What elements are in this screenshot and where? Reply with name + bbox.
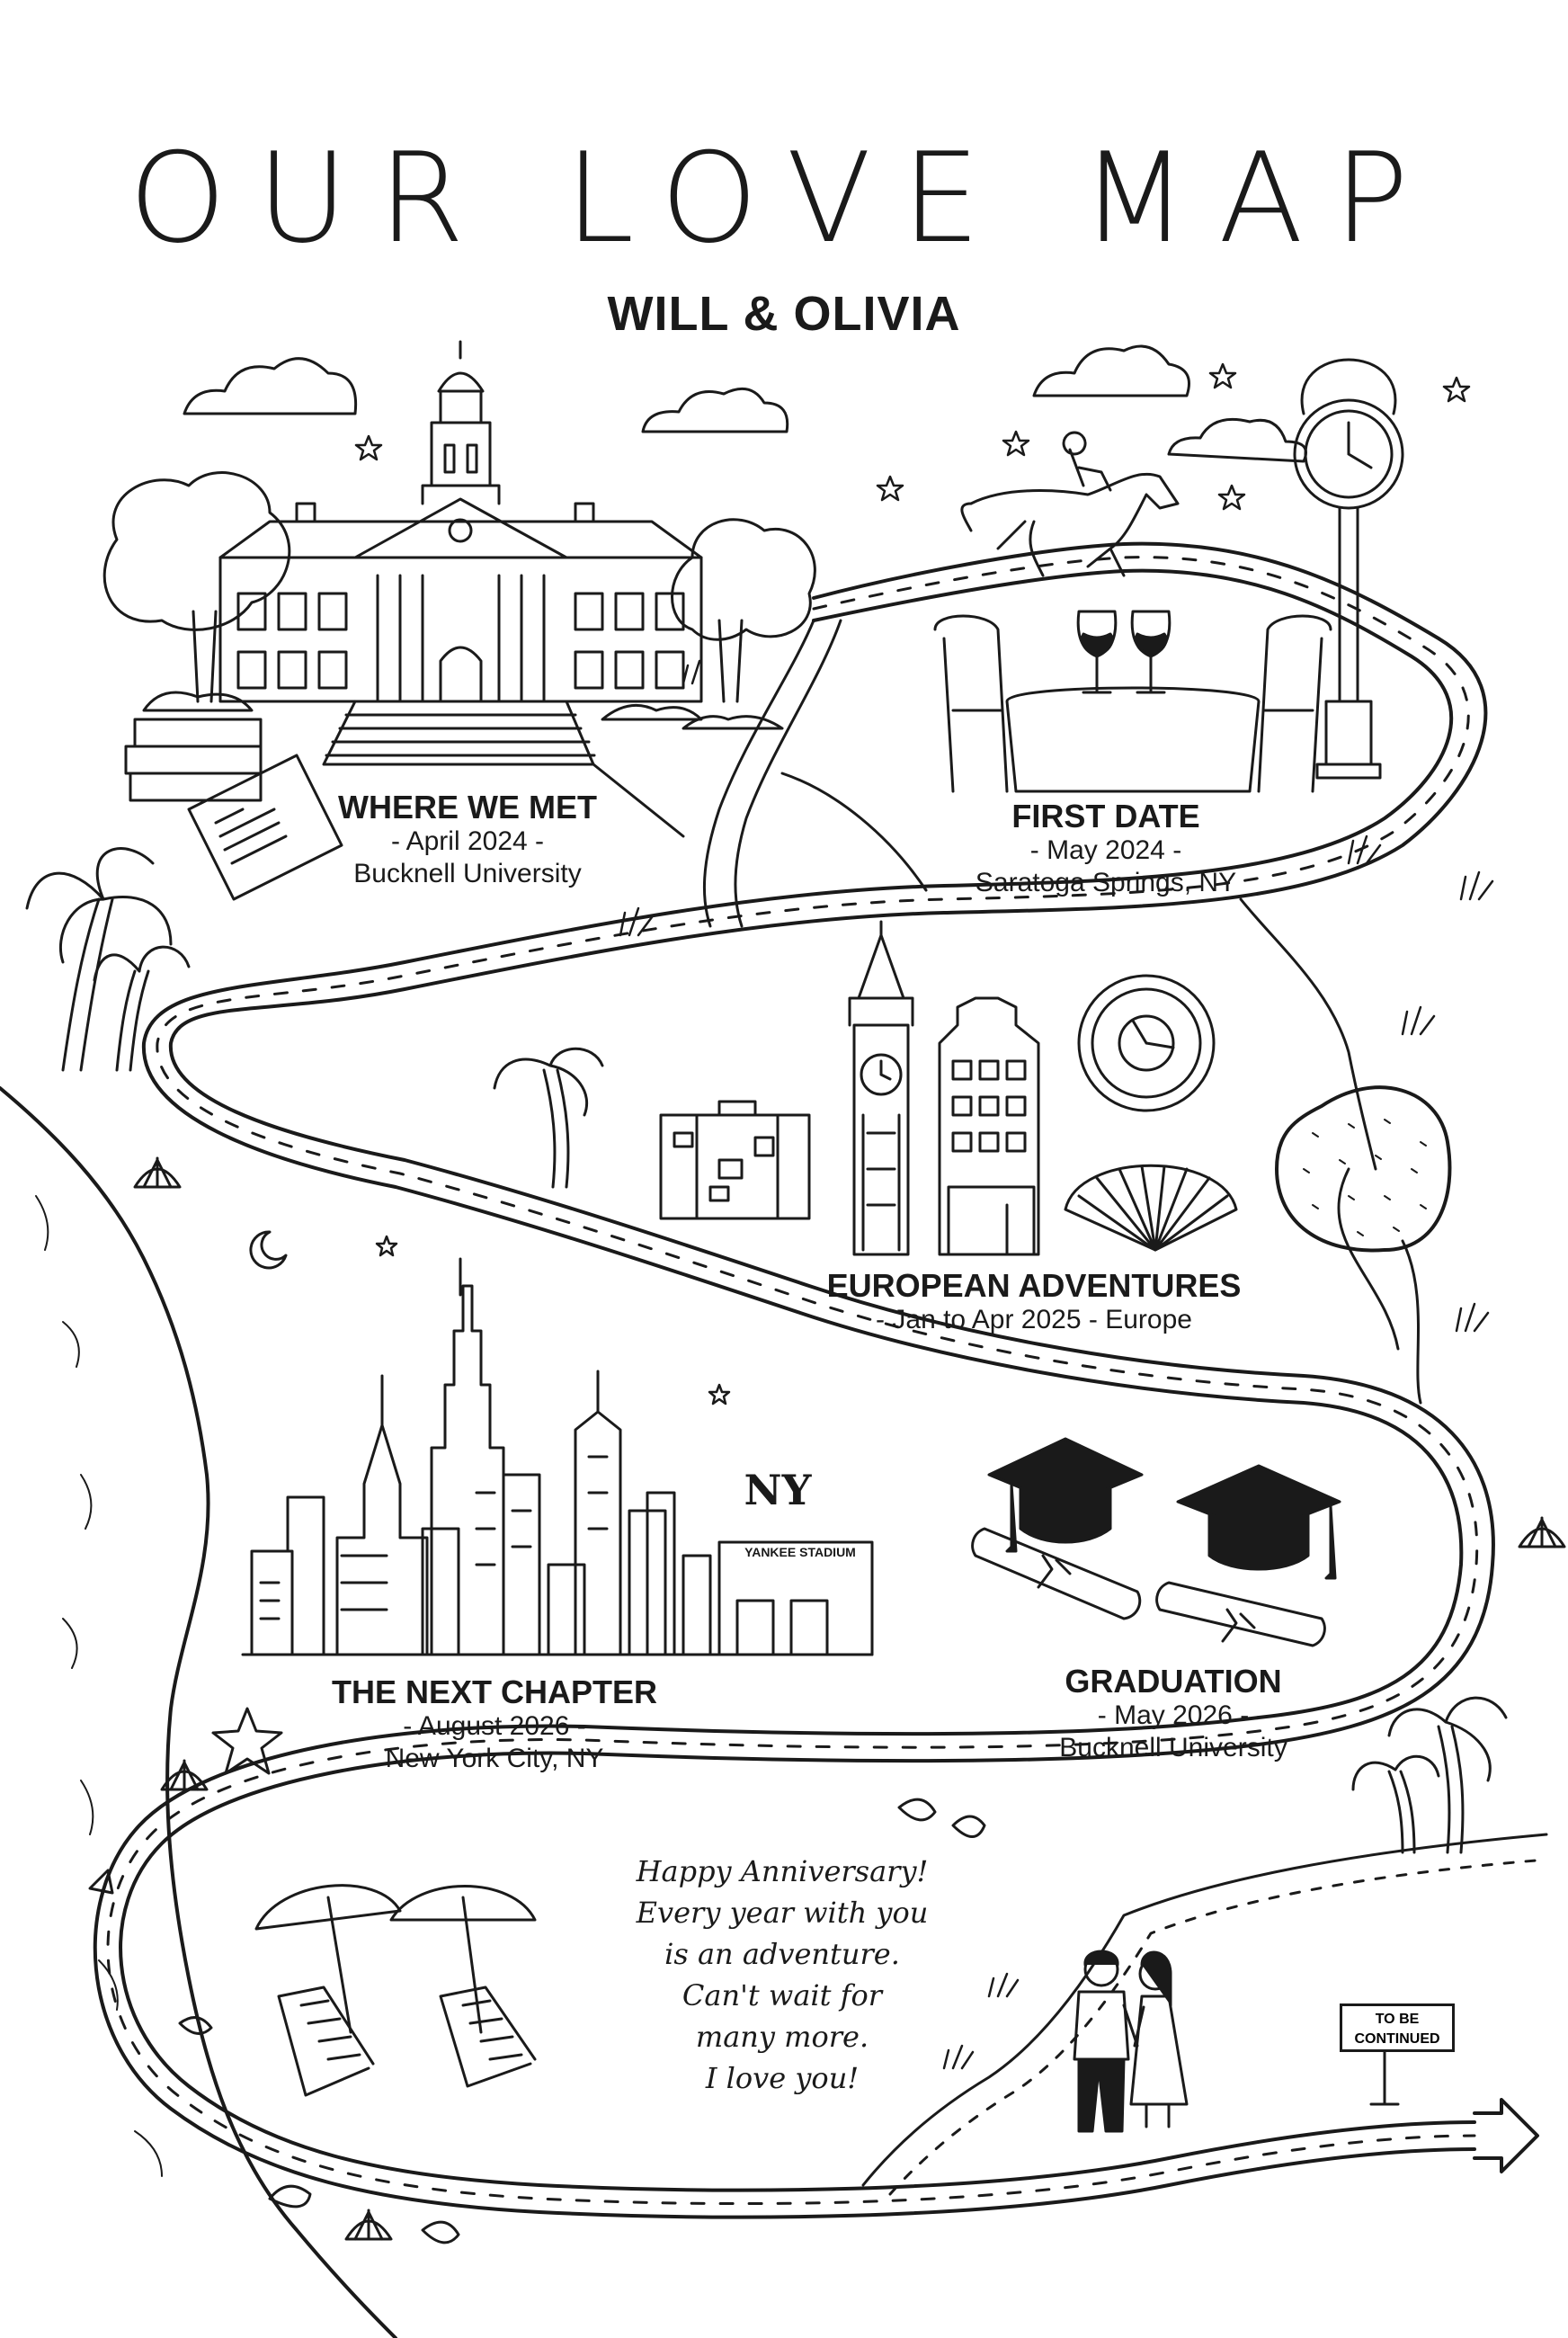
- horse-rider-icon: [960, 431, 1180, 577]
- palm-tree-icon: [25, 847, 1508, 1854]
- milestone-next-chapter: THE NEXT CHAPTER - August 2026 - New Yor…: [332, 1674, 657, 1775]
- diploma-icon: [971, 1527, 1326, 1647]
- university-building-icon: [218, 340, 703, 838]
- milestone-place: Bucknell University: [1059, 1733, 1287, 1762]
- milestone-title: THE NEXT CHAPTER: [331, 1673, 658, 1710]
- beach-umbrella-icon: [254, 1884, 537, 2034]
- seashell-icon: [88, 1156, 1566, 2244]
- cloud-icon: [183, 344, 1307, 463]
- wine-glasses-icon: [1076, 610, 1172, 694]
- couple-icon: [1073, 1950, 1189, 2133]
- milestone-where-we-met: WHERE WE MET - April 2024 - Bucknell Uni…: [338, 790, 597, 890]
- sign-line: TO BE: [1375, 2012, 1420, 2027]
- milestone-title: FIRST DATE: [1011, 798, 1200, 834]
- bistro-table-icon: [933, 614, 1332, 793]
- milestone-first-date: FIRST DATE - May 2024 - Saratoga Springs…: [976, 799, 1236, 899]
- books-icon: [124, 718, 343, 901]
- graduation-cap-icon: [987, 1437, 1341, 1580]
- city-skyline-icon: [241, 1257, 874, 1656]
- milestone-title: GRADUATION: [1065, 1663, 1282, 1700]
- hand-fan-icon: [1064, 1164, 1238, 1252]
- couple-names: WILL & OLIVIA: [607, 287, 961, 341]
- milestone-date: - Jan to Apr 2025 - Europe: [876, 1305, 1192, 1334]
- dutch-house-icon: [938, 996, 1040, 1256]
- milestone-title: WHERE WE MET: [338, 789, 597, 825]
- sign-post: [1369, 2050, 1400, 2106]
- big-ben-icon: [848, 920, 914, 1256]
- note-line: Happy Anniversary!: [636, 1854, 929, 1888]
- milestone-date: - May 2026 -: [1097, 1700, 1250, 1730]
- team-logo: NY: [744, 1466, 812, 1514]
- to-be-continued-sign: TO BE CONTINUED: [1340, 2003, 1455, 2052]
- note-line: is an adventure.: [664, 1937, 900, 1971]
- note-line: Every year with you: [636, 1896, 929, 1930]
- milestone-date: - August 2026 -: [403, 1711, 586, 1741]
- milestone-place: Bucknell University: [353, 859, 582, 888]
- note-line: Can't wait for: [682, 1978, 883, 2012]
- milestone-place: Saratoga Springs, NY: [975, 868, 1237, 897]
- sign-line: CONTINUED: [1354, 2031, 1440, 2047]
- star-icon: [354, 362, 1471, 1405]
- beach-chair-icon: [277, 1986, 537, 2097]
- stadium-label: YANKEE STADIUM: [744, 1545, 856, 1559]
- note-line: I love you!: [705, 2061, 860, 2095]
- pond-icon: [1275, 1085, 1452, 1253]
- street-clock-icon: [1293, 358, 1404, 780]
- side-path: [702, 619, 1422, 1405]
- milestone-graduation: GRADUATION - May 2026 - Bucknell Univers…: [1059, 1664, 1287, 1764]
- wall-clock-icon: [1077, 974, 1216, 1112]
- anniversary-note: Happy Anniversary! Every year with you i…: [637, 1851, 929, 2099]
- milestone-date: - April 2024 -: [390, 826, 545, 856]
- moon-icon: [249, 1230, 288, 1270]
- milestone-european-adventures: EUROPEAN ADVENTURES - Jan to Apr 2025 - …: [827, 1268, 1242, 1336]
- milestone-place: New York City, NY: [385, 1744, 604, 1773]
- milestone-title: EUROPEAN ADVENTURES: [826, 1267, 1242, 1304]
- winding-road: [93, 541, 1539, 2219]
- tree-icon: [102, 471, 816, 730]
- suitcase-icon: [659, 1100, 811, 1220]
- note-line: many more.: [695, 2020, 869, 2054]
- milestone-date: - May 2024 -: [1029, 835, 1182, 865]
- grass-icon: [619, 659, 1494, 2070]
- starfish-icon: [211, 1707, 283, 1775]
- map-title: OUR LOVE MAP: [129, 126, 1439, 271]
